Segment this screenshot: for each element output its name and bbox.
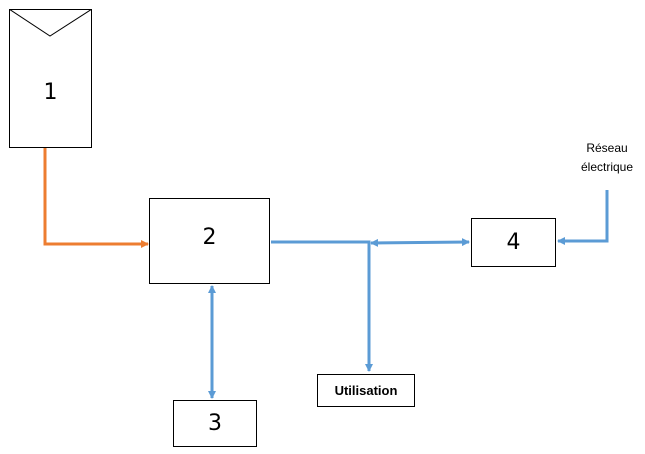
link-panel-to-converter [43, 148, 149, 248]
block-load: Utilisation [317, 374, 415, 407]
block-converter: 2 [149, 198, 270, 284]
block-inverter: 4 [471, 218, 556, 267]
block-panel-label: 1 [43, 80, 58, 105]
link-grid-to-inverter [557, 190, 609, 245]
panel-envelope-icon [9, 9, 92, 37]
grid-label: Réseau électrique [572, 139, 642, 177]
link-junction-inverter [370, 238, 470, 247]
grid-label-line2: électrique [580, 160, 634, 174]
block-converter-label: 2 [202, 225, 217, 250]
link-converter-to-junction [271, 240, 371, 245]
block-storage: 3 [173, 400, 257, 447]
block-panel: 1 [9, 9, 92, 148]
grid-label-line1: Réseau [586, 141, 628, 155]
block-load-label: Utilisation [334, 383, 398, 398]
block-storage-label: 3 [208, 410, 222, 436]
block-inverter-label: 4 [506, 229, 521, 255]
